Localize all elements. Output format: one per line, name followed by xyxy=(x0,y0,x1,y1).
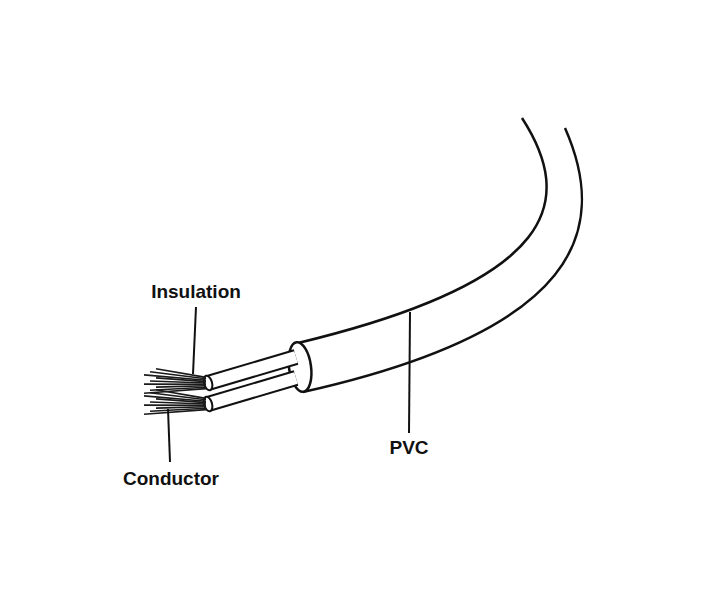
leader-line xyxy=(168,409,170,462)
insulated-wires xyxy=(202,357,296,412)
conductor-strand xyxy=(144,383,206,385)
conductor-strands xyxy=(144,369,206,415)
part-label: Conductor xyxy=(123,469,219,490)
part-label: PVC xyxy=(389,438,428,459)
conductor-strand xyxy=(144,410,206,415)
jacket-edge xyxy=(303,128,582,392)
wire-outline xyxy=(208,357,296,383)
conductor-strand xyxy=(150,402,206,404)
leader-line xyxy=(193,307,196,374)
conductor-strand xyxy=(150,381,206,383)
pvc-jacket xyxy=(286,118,582,393)
conductor-strand xyxy=(144,404,206,406)
wire-insulation xyxy=(208,357,296,383)
leader-lines xyxy=(168,307,410,462)
jacket-body xyxy=(298,118,582,392)
jacket-edge xyxy=(298,118,547,343)
part-label: Insulation xyxy=(151,282,241,303)
leader-line xyxy=(409,312,410,433)
